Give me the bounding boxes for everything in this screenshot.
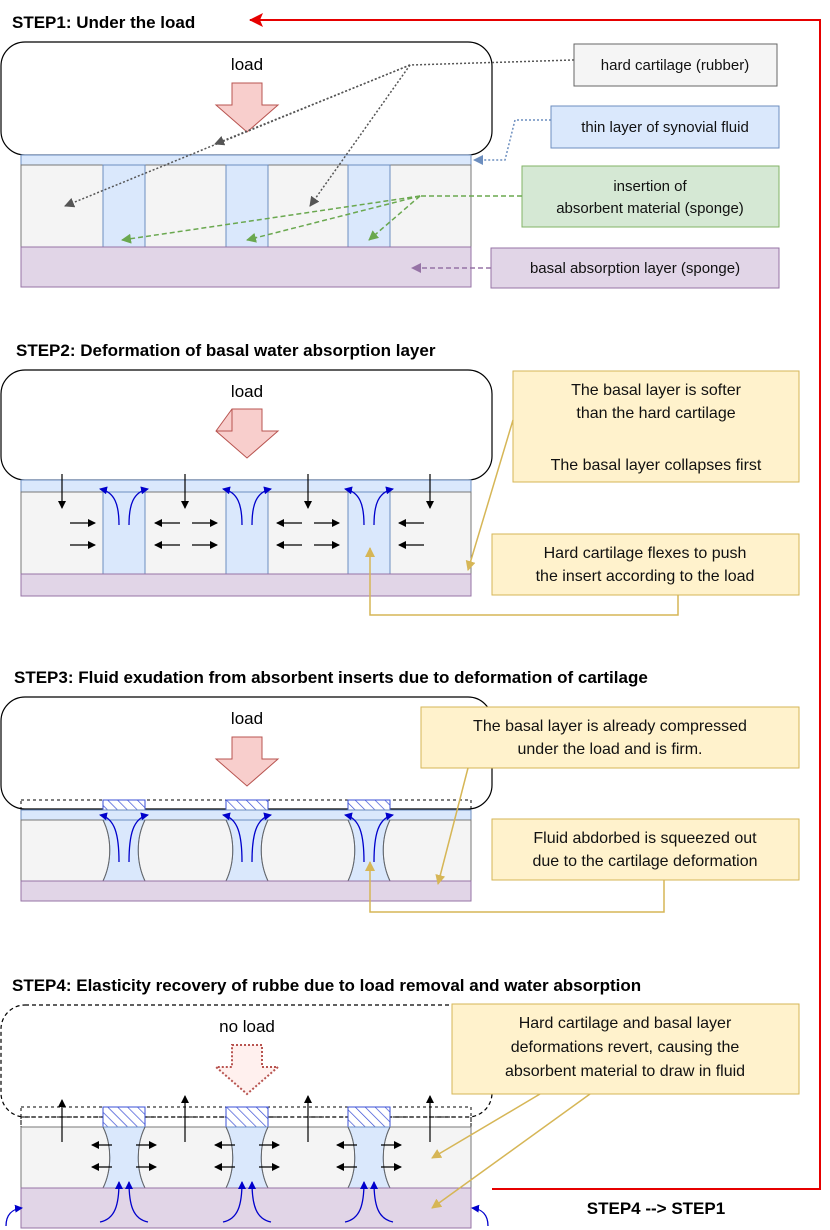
step1-title: STEP1: Under the load [12, 13, 195, 32]
note-compressed [420, 706, 800, 769]
hatched-fluid [225, 1106, 269, 1128]
note-revert-line3: absorbent material to draw in fluid [505, 1063, 745, 1080]
synovial-layer [20, 479, 472, 493]
label-hard-cartilage-text: hard cartilage (rubber) [601, 57, 749, 74]
note-flexes-line2: the insert according to the load [536, 568, 755, 585]
note-compressed-line1: The basal layer is already compressed [473, 718, 747, 735]
load-arrow-icon [215, 408, 280, 459]
sponge-insert [225, 491, 269, 575]
note-softer-line1: The basal layer is softer [571, 382, 742, 399]
fluid-flow-arrows [99, 486, 394, 526]
label-insertion-line1: insertion of [613, 178, 687, 195]
no-load-arrow-icon [213, 1044, 281, 1096]
basal-layer [20, 880, 472, 902]
load-label: load [231, 382, 263, 401]
sponge-insert [102, 164, 146, 248]
sponge-insert [102, 491, 146, 575]
note-squeezed-line2: due to the cartilage deformation [532, 853, 757, 870]
note-squeezed-line1: Fluid abdorbed is squeezed out [533, 830, 757, 847]
label-hard-cartilage [573, 43, 778, 87]
label-insertion [521, 165, 780, 228]
step4-title: STEP4: Elasticity recovery of rubbe due … [12, 976, 641, 995]
label-insertion-line2: absorbent material (sponge) [556, 200, 744, 217]
sponge-insert [225, 164, 269, 248]
hatched-fluid [347, 799, 391, 811]
note-flexes [491, 533, 800, 596]
synovial-layer [20, 154, 472, 166]
note-revert-line1: Hard cartilage and basal layer [519, 1015, 732, 1032]
note-softer [512, 370, 800, 483]
no-load-label: no load [219, 1017, 275, 1036]
leader-lines [64, 59, 575, 273]
note-flexes-line1: Hard cartilage flexes to push [544, 545, 747, 562]
fluid-flow-arrows [99, 812, 394, 863]
label-basal [490, 247, 780, 289]
load-label: load [231, 709, 263, 728]
loop-label: STEP4 --> STEP1 [587, 1199, 725, 1218]
sponge-insert [347, 491, 391, 575]
recovery-arrows [58, 1095, 434, 1171]
force-arrows [58, 474, 434, 549]
label-synovial-text: thin layer of synovial fluid [581, 119, 749, 136]
note-revert-line2: deformations revert, causing the [511, 1039, 740, 1056]
note-softer-line2: than the hard cartilage [576, 405, 735, 422]
loop-arrow [249, 13, 821, 1190]
basal-layer [20, 1187, 472, 1229]
hatched-fluid [102, 799, 146, 811]
note-softer-line3: The basal layer collapses first [551, 457, 762, 474]
note-squeezed [491, 818, 800, 881]
note-leaders [431, 1093, 591, 1209]
basal-layer [20, 246, 472, 288]
step2-title: STEP2: Deformation of basal water absorp… [16, 341, 436, 360]
load-arrow-icon [214, 736, 280, 787]
fluid-intake-arrows [5, 1181, 489, 1227]
step3-title: STEP3: Fluid exudation from absorbent in… [14, 668, 648, 687]
note-leaders [365, 767, 665, 913]
label-basal-text: basal absorption layer (sponge) [530, 260, 740, 277]
basal-layer [20, 573, 472, 597]
synovial-layer [20, 809, 472, 821]
hatched-fluid [347, 1106, 391, 1128]
label-synovial [550, 105, 780, 149]
hatched-fluid [102, 1106, 146, 1128]
note-revert [451, 1003, 800, 1095]
load-arrow-icon [214, 82, 280, 133]
load-label: load [231, 55, 263, 74]
hatched-fluid [225, 799, 269, 811]
note-leaders [365, 419, 679, 616]
note-compressed-line2: under the load and is firm. [518, 741, 703, 758]
